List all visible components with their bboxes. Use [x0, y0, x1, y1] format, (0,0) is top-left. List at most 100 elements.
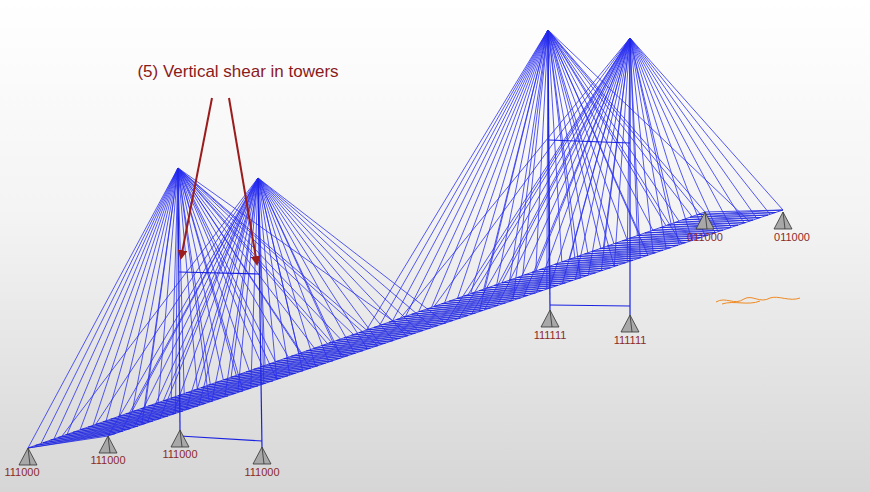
member-line — [630, 38, 744, 223]
support-symbol — [253, 447, 271, 464]
member-line — [276, 351, 363, 362]
member-line — [197, 178, 258, 389]
callout-text: (5) Vertical shear in towers — [137, 62, 338, 82]
member-line — [258, 178, 299, 354]
member-line — [258, 178, 381, 345]
member-line — [179, 272, 259, 274]
member-line — [502, 38, 630, 283]
member-line — [432, 30, 548, 307]
member-line — [562, 38, 630, 284]
member-line — [258, 178, 316, 367]
member-line — [67, 168, 178, 434]
member-line — [570, 38, 630, 259]
member-line — [178, 168, 209, 402]
member-line — [80, 168, 178, 430]
member-line — [575, 38, 630, 280]
member-line — [588, 38, 630, 275]
member-line — [445, 30, 548, 303]
member-line — [258, 178, 262, 447]
member-line — [406, 30, 548, 316]
member-line — [614, 38, 630, 267]
member-line — [96, 178, 258, 424]
member-line — [380, 30, 549, 326]
support-code: 111000 — [90, 454, 125, 466]
leader-arrow — [229, 98, 257, 264]
support-symbol — [19, 448, 37, 465]
towers — [178, 30, 630, 447]
member-line — [548, 30, 550, 310]
member-line — [540, 263, 626, 270]
member-line — [630, 38, 731, 227]
member-line — [472, 38, 631, 314]
support-code: 111111 — [534, 329, 567, 341]
support-symbol — [541, 310, 559, 327]
member-line — [458, 30, 548, 298]
member-line — [108, 178, 258, 436]
member-line — [400, 38, 630, 318]
member-line — [258, 178, 394, 340]
member-line — [178, 168, 243, 391]
member-line — [517, 270, 603, 277]
support-code: 111000 — [162, 448, 197, 460]
member-line — [62, 178, 258, 436]
member-line — [630, 38, 718, 232]
support-code: 111000 — [244, 466, 279, 478]
member-line — [163, 178, 258, 401]
member-line — [629, 38, 630, 315]
member-line — [630, 38, 666, 249]
member-line — [142, 168, 178, 425]
support-code: 111000 — [4, 466, 39, 478]
member-line — [434, 38, 630, 306]
member-line — [419, 30, 548, 312]
member-line — [536, 38, 630, 293]
member-line — [132, 168, 178, 412]
member-line — [231, 178, 258, 377]
member-line — [523, 38, 630, 297]
member-line — [479, 30, 548, 312]
member-line — [178, 168, 378, 346]
member-line — [180, 436, 262, 441]
member-line — [66, 421, 153, 435]
member-line — [630, 38, 783, 210]
member-line — [549, 140, 630, 143]
support-symbol — [774, 212, 792, 229]
supports — [19, 212, 792, 465]
leader-arrow — [181, 98, 212, 258]
support-code: 011000 — [774, 231, 810, 243]
member-line — [550, 305, 630, 306]
member-line — [549, 38, 630, 288]
member-line — [258, 178, 420, 332]
support-symbol — [696, 212, 714, 229]
member-line — [393, 30, 549, 321]
member-line — [523, 30, 548, 276]
member-line — [96, 411, 183, 425]
member-line — [367, 30, 549, 330]
member-line — [548, 30, 648, 255]
axis-glyph — [716, 297, 800, 304]
member-line — [51, 426, 138, 440]
member-line — [54, 168, 178, 439]
member-line — [178, 168, 412, 334]
member-line — [258, 178, 446, 323]
member-line — [548, 30, 749, 221]
support-code: 111111 — [614, 334, 647, 346]
member-line — [258, 178, 333, 342]
member-line — [630, 38, 770, 214]
member-line — [459, 38, 631, 319]
member-line — [106, 168, 178, 421]
member-line — [525, 268, 611, 275]
member-line — [510, 38, 630, 301]
member-line — [513, 30, 548, 300]
member-line — [291, 346, 378, 357]
support-symbol — [171, 430, 189, 447]
member-line — [225, 178, 258, 397]
member-line — [497, 30, 548, 285]
member-line — [705, 210, 783, 212]
support-code: 011000 — [687, 231, 723, 243]
support-symbol — [99, 436, 117, 453]
member-line — [178, 168, 180, 430]
member-line — [630, 38, 671, 224]
member-line — [176, 168, 179, 413]
member-line — [484, 38, 630, 310]
